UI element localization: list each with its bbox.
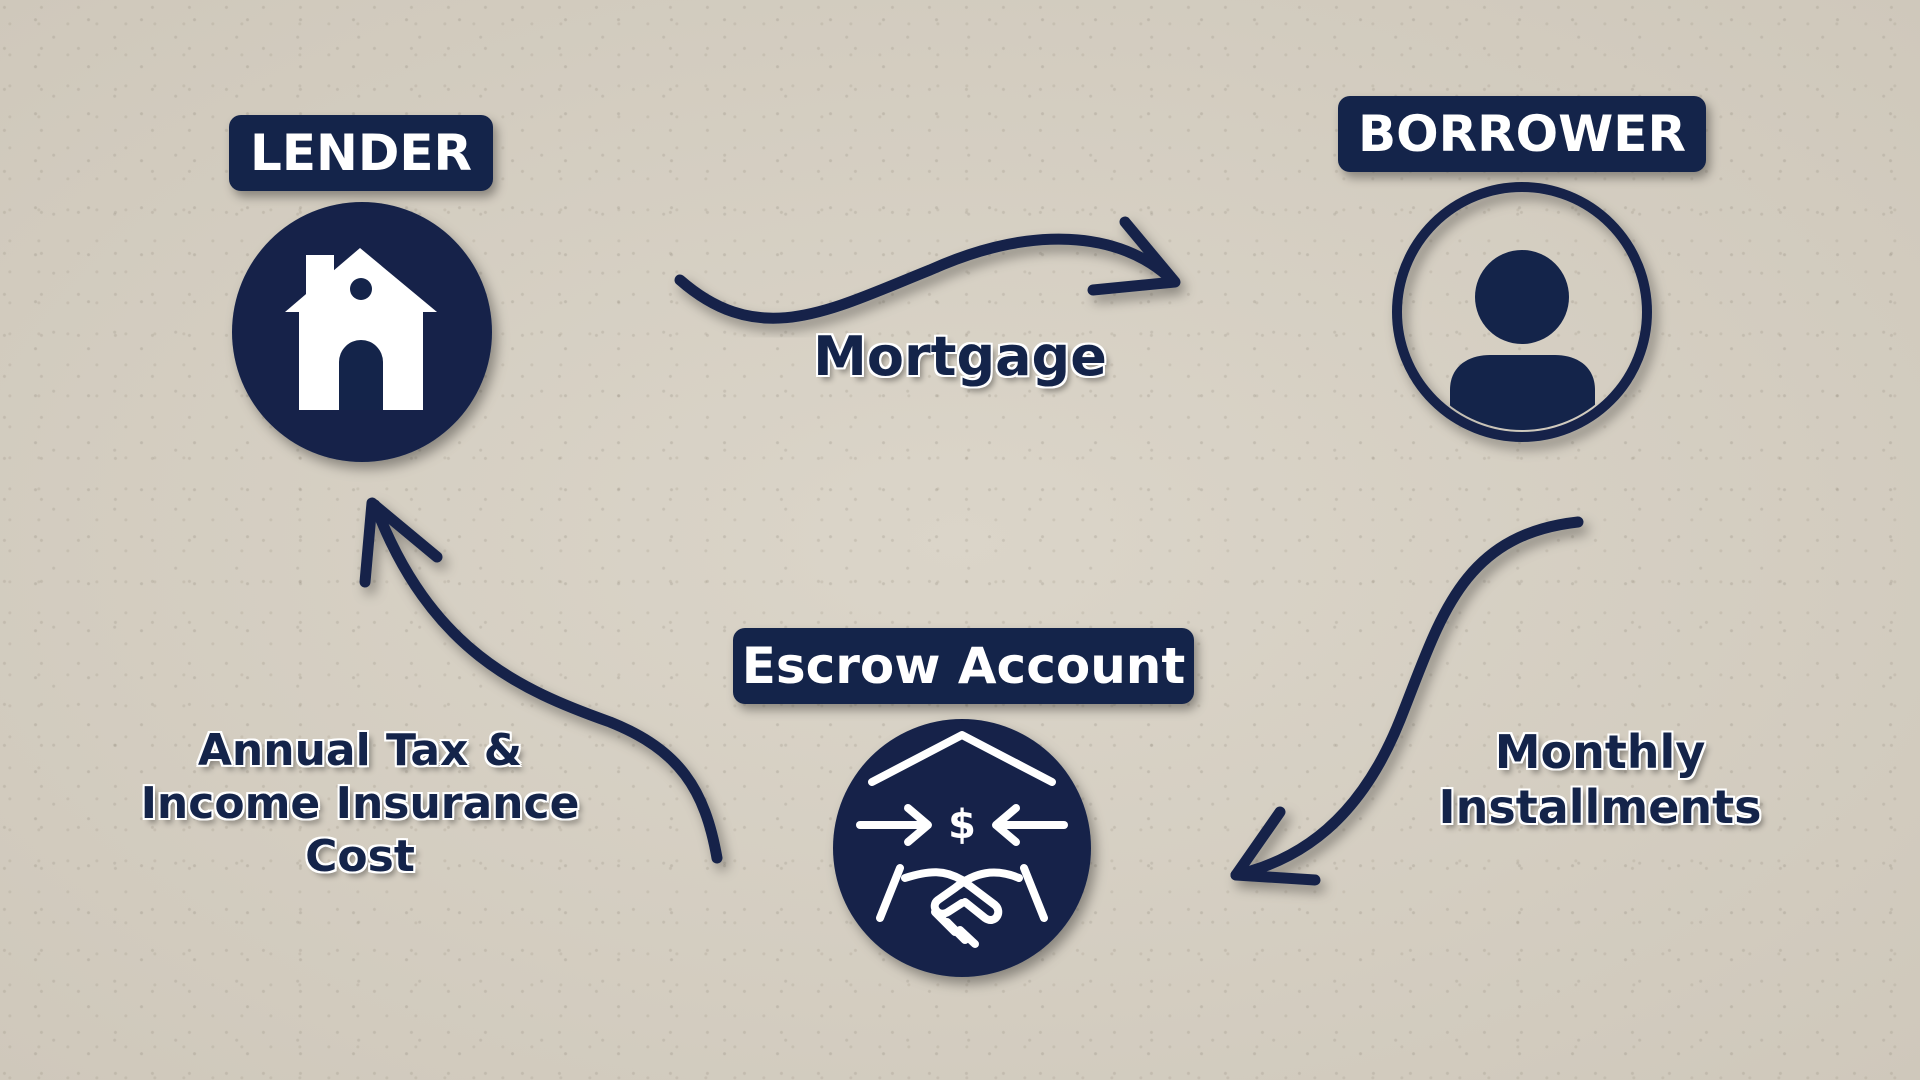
- lender-node: [232, 202, 492, 462]
- monthly-line-1: Monthly: [1494, 725, 1706, 779]
- borrower-title: BORROWER: [1338, 96, 1706, 172]
- annual-tax-arrow: [359, 497, 723, 864]
- escrow-circle: [833, 719, 1091, 977]
- annual-line-1: Annual Tax &: [197, 725, 523, 776]
- borrower-node: [1392, 182, 1652, 442]
- mortgage-label: Mortgage: [813, 325, 1107, 388]
- annual-tax-label: Annual Tax & Income Insurance Cost: [100, 725, 620, 883]
- annual-line-2: Income Insurance: [140, 777, 580, 829]
- escrow-title: Escrow Account: [733, 628, 1194, 704]
- person-icon: [1450, 250, 1595, 430]
- monthly-installments-label: Monthly Installments: [1410, 725, 1790, 835]
- lender-title: LENDER: [229, 115, 493, 191]
- monthly-installments-arrow: [1230, 516, 1584, 886]
- house-icon: [285, 248, 437, 410]
- monthly-line-2: Installments: [1438, 780, 1762, 835]
- handshake-dollar-icon: [856, 731, 1068, 948]
- dollar-sign-icon: $: [948, 802, 976, 848]
- annual-line-3: Cost: [305, 830, 415, 882]
- borrower-circle: [1392, 182, 1652, 442]
- mortgage-arrow: [674, 216, 1181, 324]
- escrow-node: $: [833, 719, 1091, 977]
